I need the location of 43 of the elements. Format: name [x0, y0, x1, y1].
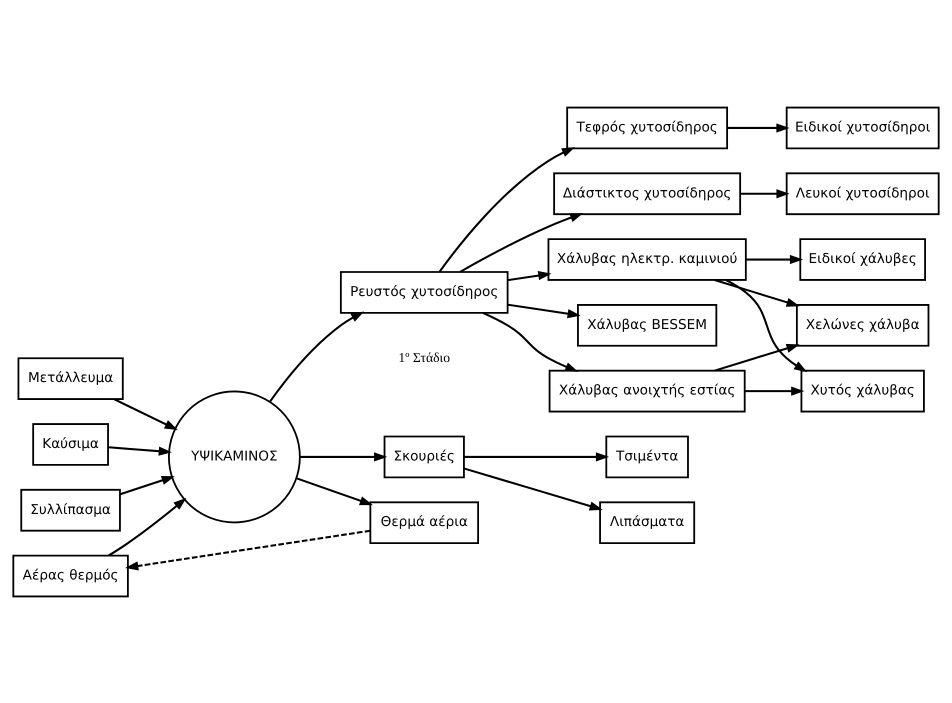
node-label: 1º Στάδιο — [398, 349, 450, 364]
node-box: Χυτός χάλυβας — [800, 369, 925, 412]
arrow — [464, 467, 603, 510]
arrow — [300, 452, 388, 462]
node-box: Θερμά αέρια — [369, 500, 480, 544]
arrow — [120, 475, 175, 495]
node-box: Τσιμέντα — [605, 435, 689, 478]
node-circle: ΥΨΙΚΑΜΙΝΟΣ — [168, 390, 301, 523]
arrow — [114, 398, 178, 430]
node-box: Μετάλλευμα — [18, 356, 124, 400]
arrow — [746, 254, 804, 264]
node-box: Χελώνες χάλυβα — [796, 304, 930, 346]
node-box: Λιπάσματα — [599, 500, 696, 544]
arrow — [714, 278, 800, 306]
node-box: Λευκοί χυτοσίδηροι — [786, 172, 940, 215]
arrow — [508, 303, 581, 318]
arrow — [726, 278, 808, 372]
arrow — [438, 146, 576, 272]
node-box: Συλλίπασμα — [20, 488, 121, 532]
node-box: Χάλυβας ηλεκτρ. καμινιού — [548, 238, 747, 280]
arrow — [296, 477, 373, 505]
arrow — [482, 312, 578, 372]
node-box: Τεφρός χυτοσίδηρος — [566, 106, 728, 149]
arrow — [269, 311, 364, 402]
node-box: Χάλυβας BESSEM — [577, 304, 718, 346]
node-box: Σκουριές — [384, 435, 465, 478]
arrow — [464, 452, 610, 462]
arrow — [714, 343, 800, 372]
arrow — [727, 122, 790, 132]
node-box: Ρευστός χυτοσίδηρος — [340, 270, 509, 314]
node-box: Διάστικτος χυτοσίδηρος — [553, 172, 742, 215]
arrow — [125, 529, 370, 570]
arrow — [108, 497, 186, 556]
node-box: Χάλυβας ανοιχτής εστίας — [548, 369, 746, 412]
node-box: Ειδικοί χάλυβες — [799, 238, 926, 280]
node-box: Ειδικοί χυτοσίδηροι — [786, 106, 940, 149]
arrow — [744, 386, 804, 396]
arrow — [460, 212, 584, 272]
arrow — [508, 270, 552, 281]
node-box: Καύσιμα — [32, 422, 109, 466]
arrow — [740, 188, 790, 198]
arrow — [108, 446, 172, 456]
node-box: Αέρας θερμός — [12, 554, 129, 597]
